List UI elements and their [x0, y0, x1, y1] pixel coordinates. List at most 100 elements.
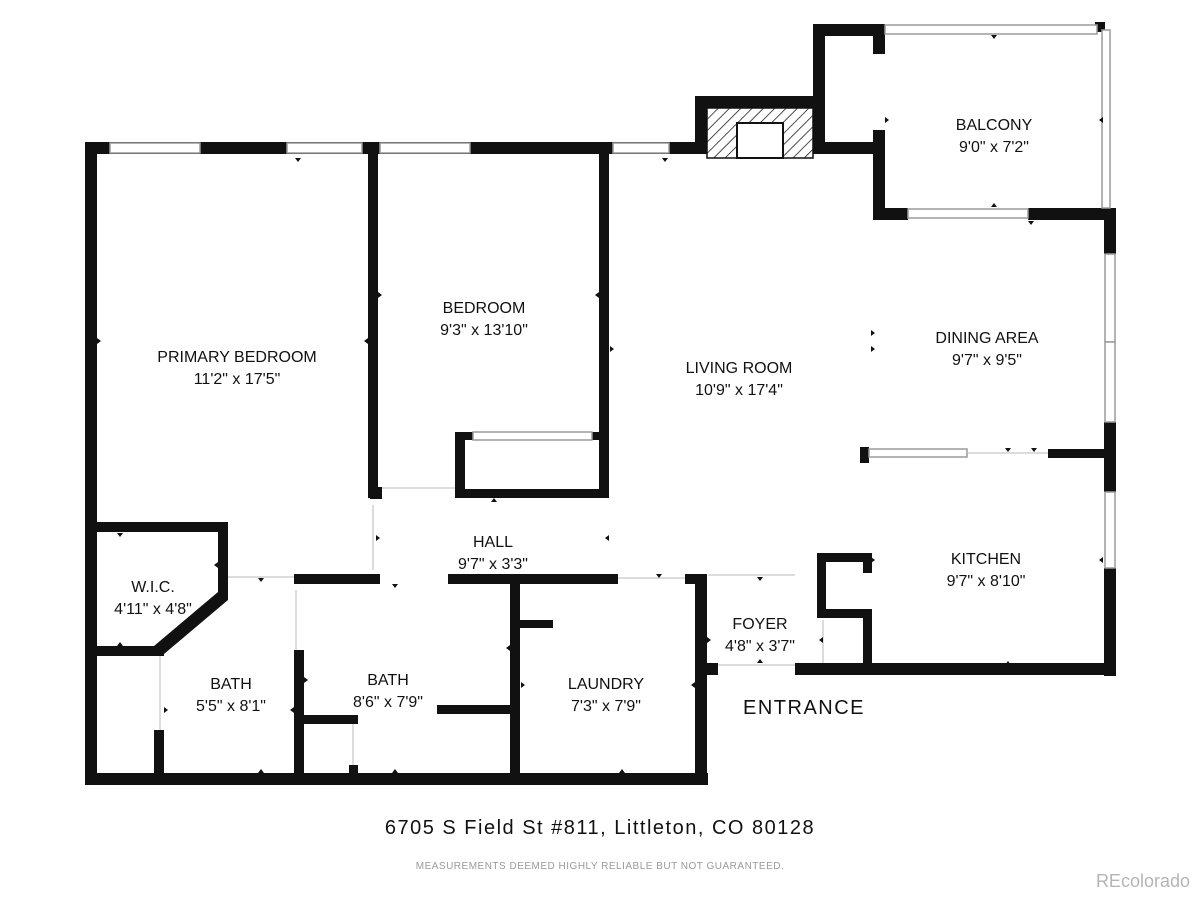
room-label-bedroom: BEDROOM 9'3" x 13'10"	[440, 298, 528, 342]
wall-bath1-left-lower	[154, 730, 164, 780]
wall-right-bottom	[1104, 568, 1116, 676]
room-name: BATH	[367, 672, 409, 689]
room-dimensions: 8'6" x 7'9"	[353, 694, 423, 711]
fireplace	[706, 107, 814, 159]
room-dimensions: 11'2" x 17'5"	[193, 371, 281, 388]
wall-laundry-shelf	[510, 620, 553, 628]
room-name: FOYER	[732, 616, 788, 633]
window-balcony-top	[884, 24, 1098, 35]
wall-hall-bottom-right	[685, 574, 707, 584]
wall-balcony-top-stub	[813, 24, 885, 36]
room-label-dining-area: DINING AREA 9'7" x 9'5"	[935, 328, 1038, 372]
door-openings	[159, 452, 1048, 765]
room-dimensions: 5'5" x 8'1"	[196, 698, 266, 715]
wall-closet-top-l	[455, 432, 473, 440]
room-name: LAUNDRY	[567, 676, 645, 693]
window-kitchen	[1104, 491, 1116, 569]
measurement-markers	[97, 35, 1103, 773]
room-name: BATH	[210, 676, 252, 693]
wall-laundry-right	[695, 577, 707, 785]
wall-pantry-right-bottom	[863, 609, 872, 675]
measurement-marker	[258, 769, 264, 773]
fireplace-box	[736, 122, 784, 159]
measurement-marker	[521, 682, 525, 688]
wall-pantry-mid	[817, 609, 872, 618]
room-label-foyer: FOYER 4'8" x 3'7"	[725, 614, 795, 658]
measurement-marker	[1005, 661, 1011, 665]
room-name: KITCHEN	[950, 551, 1022, 568]
room-label-hall: HALL 9'7" x 3'3"	[458, 532, 528, 576]
entrance-label: ENTRANCE	[743, 697, 866, 719]
measurement-marker	[117, 533, 123, 537]
property-address: 6705 S Field St #811, Littleton, CO 8012…	[384, 817, 816, 839]
room-label-wic: W.I.C. 4'11" x 4'8"	[114, 577, 192, 621]
measurement-marker	[610, 346, 614, 352]
dining-counter	[868, 448, 968, 458]
wall-closet-top-r	[592, 432, 609, 440]
wall-balcony-corner	[1095, 22, 1105, 32]
measurement-marker	[595, 292, 599, 298]
window-dining-1	[1104, 253, 1116, 343]
measurement-marker	[1099, 557, 1103, 563]
wall-wic-bottom	[85, 646, 164, 656]
measurement-marker	[757, 659, 763, 663]
wall-left	[85, 142, 97, 785]
window-dining-2	[1104, 341, 1116, 423]
measurement-marker	[991, 35, 997, 39]
measurement-marker	[506, 645, 510, 651]
window-primary-2	[286, 142, 363, 154]
room-dimensions: 4'11" x 4'8"	[114, 601, 192, 618]
room-name: W.I.C.	[131, 579, 175, 596]
measurement-marker	[304, 677, 308, 683]
wall-closet-left	[455, 432, 465, 497]
measurement-marker	[295, 158, 301, 162]
measurement-marker	[871, 346, 875, 352]
wall-hall-bottom-left	[294, 574, 380, 584]
wall-pantry-left	[817, 553, 826, 618]
measurement-marker	[290, 707, 294, 713]
windows	[109, 24, 1116, 569]
room-name: BALCONY	[955, 117, 1033, 134]
measurement-marker	[871, 557, 875, 563]
wall-balcony-inner-left	[873, 24, 885, 54]
measurement-marker	[605, 535, 609, 541]
wall-bottom	[85, 773, 708, 785]
measurement-marker	[662, 158, 668, 162]
measurement-marker	[117, 642, 123, 646]
window-closet-top	[472, 431, 593, 441]
window-balcony-bottom	[907, 208, 1029, 219]
measurement-marker	[619, 769, 625, 773]
wall-hall-stub	[370, 487, 382, 499]
room-name: DINING AREA	[935, 330, 1039, 347]
measurement-marker	[392, 584, 398, 588]
measurement-marker	[164, 707, 168, 713]
room-label-bath-2: BATH 8'6" x 7'9"	[353, 670, 423, 714]
measurement-marker	[707, 637, 711, 643]
wall-bath2-right	[510, 574, 520, 780]
room-dimensions: 7'3" x 7'9"	[571, 698, 641, 715]
measurement-marker	[991, 203, 997, 207]
room-name: LIVING ROOM	[685, 360, 793, 377]
window-bedroom	[379, 142, 471, 154]
measurement-marker	[656, 574, 662, 578]
measurement-marker	[378, 292, 382, 298]
wall-balcony-bottom-right	[1028, 208, 1116, 220]
room-dimensions: 9'0" x 7'2"	[959, 139, 1029, 156]
measurement-marker	[364, 338, 368, 344]
wall-kitchen-divider	[1048, 449, 1116, 458]
measurement-marker	[349, 769, 355, 773]
walls	[85, 22, 1116, 785]
measurement-marker	[1028, 221, 1034, 225]
window-balcony-right	[1101, 29, 1111, 209]
wall-wic-top	[85, 522, 228, 532]
room-dimensions: 9'7" x 9'5"	[952, 352, 1022, 369]
measurement-marker	[871, 330, 875, 336]
wall-hall-bottom-mid	[448, 574, 618, 584]
wall-balcony-left-upper	[813, 24, 825, 154]
measurement-marker	[1005, 448, 1011, 452]
wall-kitchen-bottom	[795, 663, 1116, 675]
window-primary-1	[109, 142, 201, 154]
room-label-laundry: LAUNDRY 7'3" x 7'9"	[568, 674, 644, 718]
room-dimensions: 4'8" x 3'7"	[725, 638, 795, 655]
